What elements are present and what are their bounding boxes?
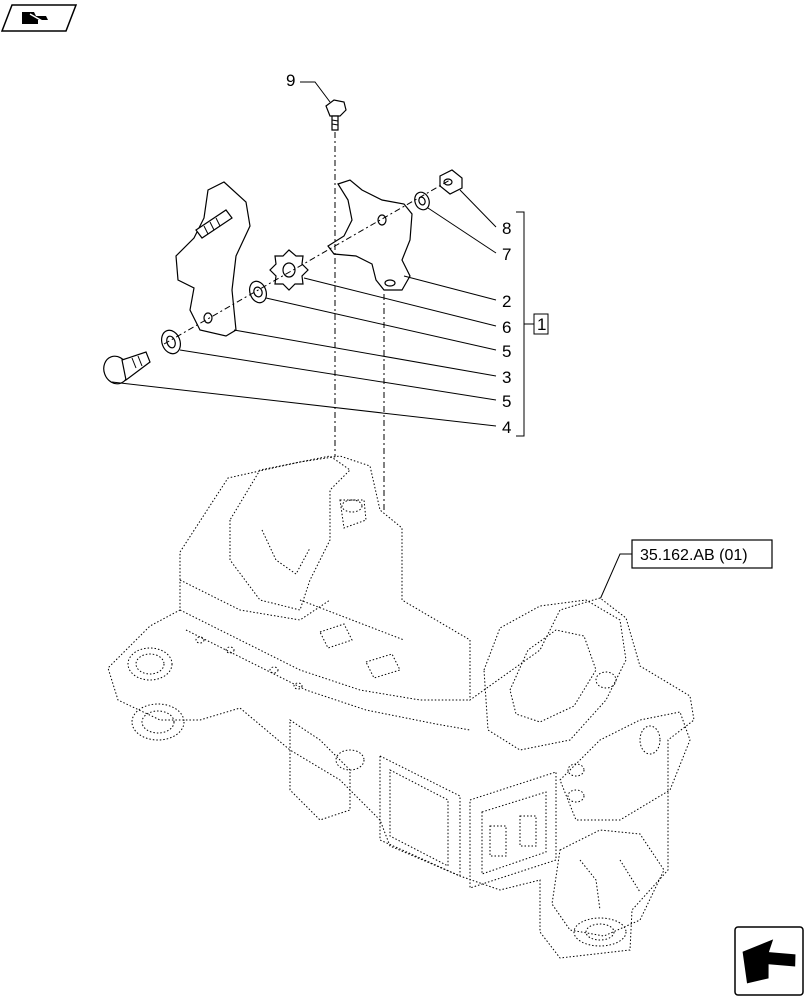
leader-9 [300,81,331,103]
leader-5-upper [265,297,497,351]
washer-part-5-upper [248,280,268,304]
reference-leader [597,553,632,605]
leader-6 [303,277,497,327]
callout-7: 7 [502,245,511,264]
group-bracket [516,211,525,437]
lock-washer-part-6 [269,249,309,291]
assembly-axis-line [163,179,451,345]
leader-3 [233,329,497,377]
callout-4: 4 [502,418,511,437]
leader-7 [427,207,497,254]
group-label: 1 [537,315,546,334]
bracket-part-3 [175,181,251,337]
open-book-hand-icon[interactable] [0,4,78,32]
bracket-part-2 [327,179,413,291]
callout-8: 8 [502,219,511,238]
leader-8 [459,189,497,228]
callout-5-lower: 5 [502,392,511,411]
washer-part-7 [414,191,430,211]
bolt-part-9 [325,99,347,131]
leader-5-lower [179,349,497,401]
callout-5-upper: 5 [502,342,511,361]
callout-3: 3 [502,368,511,387]
leader-2 [403,275,497,301]
leader-4 [111,381,497,427]
callout-9: 9 [286,71,295,90]
group-label-box [533,313,549,335]
next-page-arrow-icon[interactable] [734,926,804,996]
reference-label[interactable]: 35.162.AB (01) [640,547,748,564]
callout-6: 6 [502,318,511,337]
nut-part-8 [439,169,463,195]
callout-2: 2 [502,292,511,311]
front-axle-frame [107,455,695,959]
bolt-part-4 [103,351,151,385]
washer-part-5-lower [160,329,182,355]
